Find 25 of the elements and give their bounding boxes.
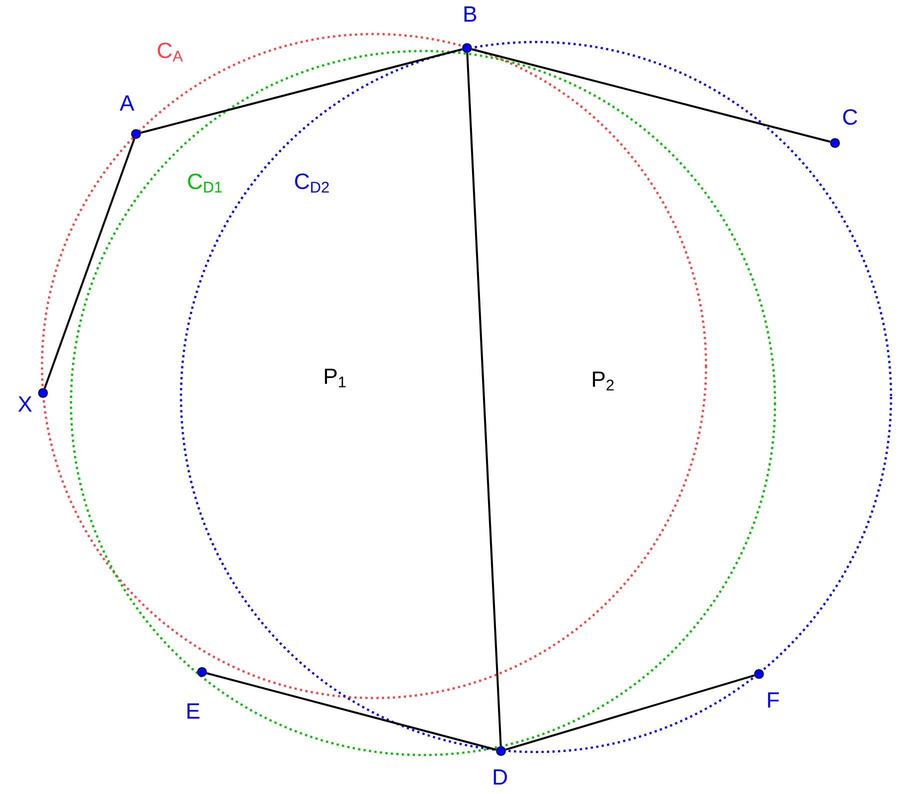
line-segment: [206, 672, 497, 751]
point-label: F: [768, 692, 779, 708]
point: [754, 669, 764, 679]
point: [131, 129, 141, 139]
line-segment: [505, 674, 755, 751]
point-label: C: [843, 109, 858, 125]
point: [462, 43, 472, 53]
circle-label: C$_{D1}$: [188, 174, 222, 192]
line-segment: [466, 52, 502, 746]
point-label: X: [18, 396, 32, 412]
region-label: P$_{2}$: [592, 372, 614, 390]
point: [197, 667, 207, 677]
circle-label: C$_{D2}$: [295, 174, 329, 192]
line-segment: [44, 138, 136, 389]
circle-label: C$_{A}$: [158, 42, 183, 62]
point: [496, 746, 506, 756]
point-label: B: [464, 6, 476, 22]
point: [830, 138, 840, 148]
point-label: E: [187, 703, 200, 719]
line-segment: [140, 48, 463, 134]
line-segment: [472, 48, 831, 143]
point: [38, 388, 48, 398]
point-label: D: [494, 769, 507, 785]
point-label: A: [120, 95, 134, 111]
region-label: P$_{1}$: [324, 368, 346, 388]
